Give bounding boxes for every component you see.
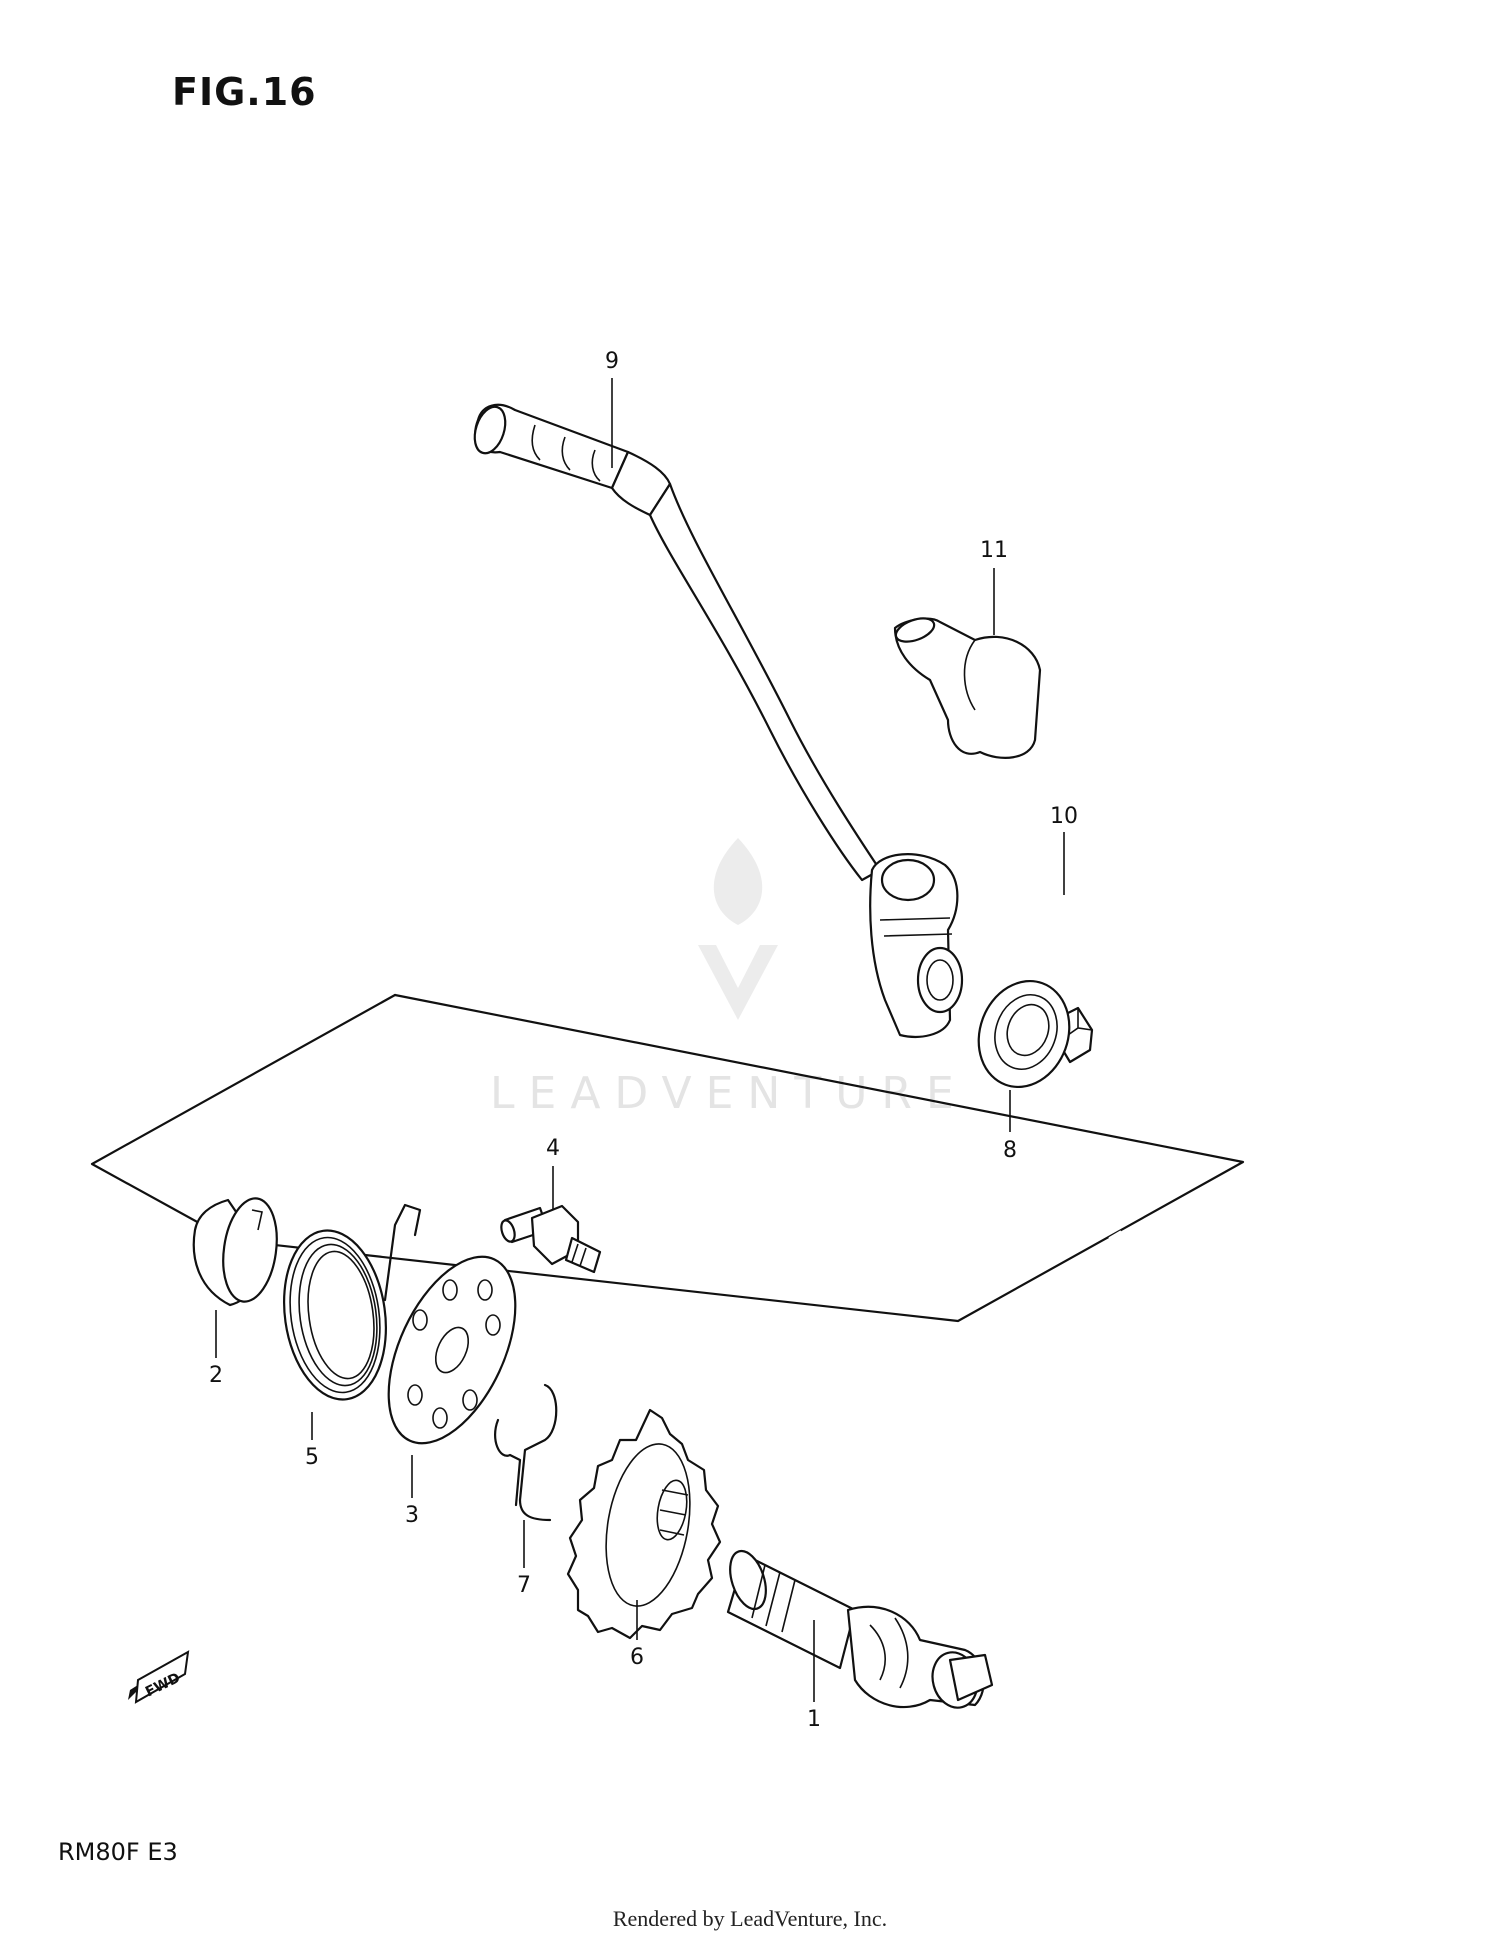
callout-labels: 9 11 10 8 4 2 5 3 7 6 1 — [209, 349, 1078, 1732]
render-credit: Rendered by LeadVenture, Inc. — [612, 1906, 888, 1931]
oil-seal — [977, 979, 1071, 1089]
callout-10: 10 — [1050, 804, 1078, 829]
callout-1: 1 — [807, 1707, 821, 1732]
callout-2: 2 — [209, 1363, 223, 1388]
callout-11: 11 — [980, 538, 1008, 563]
kick-starter-drive-gear — [566, 1408, 722, 1640]
callout-3: 3 — [405, 1503, 419, 1528]
kick-starter-return-spring — [282, 1203, 422, 1401]
watermark-logo: LEADVENTURE — [490, 838, 968, 1119]
callout-leaders — [215, 378, 1065, 1702]
fwd-arrow-icon: FWD — [128, 1650, 190, 1704]
callout-9: 9 — [605, 349, 619, 374]
callout-5: 5 — [305, 1445, 319, 1470]
lever-boot — [893, 617, 1042, 759]
callout-4: 4 — [546, 1136, 560, 1161]
circlip — [493, 1383, 558, 1522]
assembly-outline — [90, 993, 397, 1242]
kick-starter-lever — [473, 403, 964, 1038]
model-code: RM80F E3 — [58, 1838, 178, 1866]
watermark-text: LEADVENTURE — [490, 1068, 968, 1119]
spring-guide-stud — [500, 1204, 602, 1274]
figure-title: FIG.16 — [172, 70, 317, 114]
kick-starter-shaft — [726, 1549, 994, 1709]
kick-starter-guide — [192, 1197, 278, 1307]
callout-8: 8 — [1003, 1138, 1017, 1163]
callout-6: 6 — [630, 1645, 644, 1670]
washer-plate — [387, 1255, 517, 1445]
assembly-outline-right — [228, 993, 1245, 1323]
callout-7: 7 — [517, 1573, 531, 1598]
